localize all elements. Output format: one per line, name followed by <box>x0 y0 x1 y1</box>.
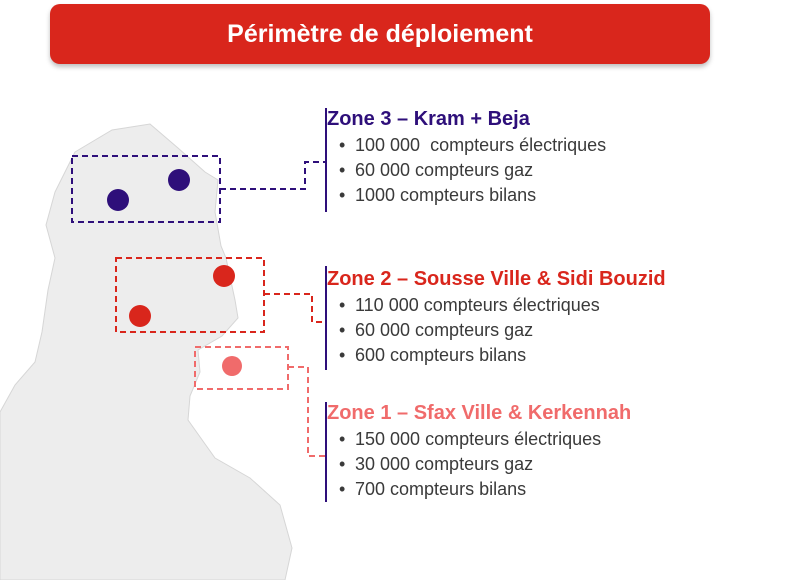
list-item: •60 000 compteurs gaz <box>339 320 534 340</box>
list-item: •700 compteurs bilans <box>339 479 527 499</box>
list-item: •110 000 compteurs électriques <box>339 295 600 315</box>
page-title: Périmètre de déploiement <box>227 19 533 48</box>
zone-3-list: •100 000 compteurs électriques •60 000 c… <box>327 133 606 208</box>
tunisia-map-shape <box>0 123 293 580</box>
list-item: •1000 compteurs bilans <box>339 185 537 205</box>
zone-2-list: •110 000 compteurs électriques •60 000 c… <box>327 293 666 368</box>
zone-1-connector <box>288 366 325 457</box>
title-banner: Périmètre de déploiement <box>50 4 710 64</box>
zone-2-bar <box>325 266 327 370</box>
list-item: •150 000 compteurs électriques <box>339 429 602 449</box>
zone-1-bar <box>325 402 327 502</box>
zone-1-title: Zone 1 – Sfax Ville & Kerkennah <box>327 402 632 424</box>
list-item: •100 000 compteurs électriques <box>339 135 607 155</box>
zone-1-list: •150 000 compteurs électriques •30 000 c… <box>327 427 631 502</box>
zone-3-marker <box>168 169 190 191</box>
zone-3-title: Zone 3 – Kram + Beja <box>327 108 530 130</box>
zone-2-connector <box>264 293 325 323</box>
zone-1-marker <box>222 356 242 376</box>
zone-2-marker <box>213 265 235 287</box>
zone-2-title: Zone 2 – Sousse Ville & Sidi Bouzid <box>327 268 666 290</box>
zone-1-panel: Zone 1 – Sfax Ville & Kerkennah •150 000… <box>327 402 631 502</box>
zone-2-panel: Zone 2 – Sousse Ville & Sidi Bouzid •110… <box>327 268 666 368</box>
zone-3-panel: Zone 3 – Kram + Beja •100 000 compteurs … <box>327 108 606 208</box>
zone-3-connector <box>220 161 325 190</box>
list-item: •30 000 compteurs gaz <box>339 454 534 474</box>
list-item: •60 000 compteurs gaz <box>339 160 534 180</box>
zone-2-marker <box>129 305 151 327</box>
list-item: •600 compteurs bilans <box>339 345 527 365</box>
zone-3-bar <box>325 108 327 212</box>
zone-3-marker <box>107 189 129 211</box>
